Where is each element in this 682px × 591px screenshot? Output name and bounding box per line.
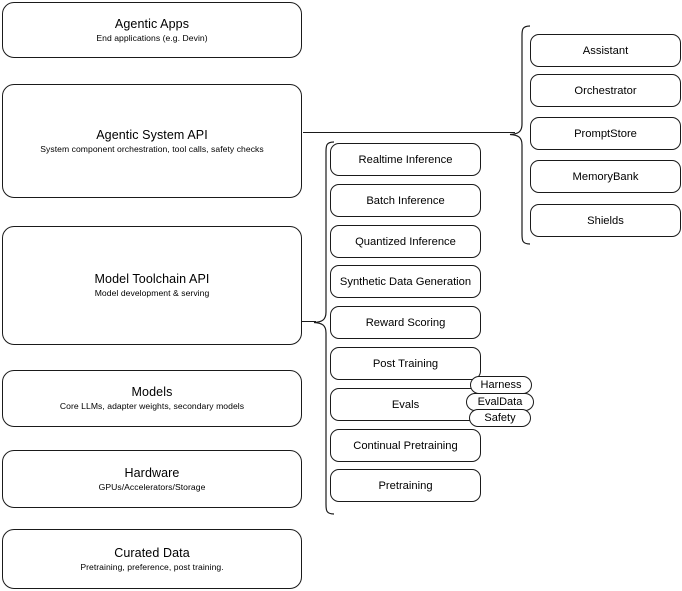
component-batch-inference[interactable]: Batch Inference bbox=[330, 184, 481, 217]
component-continual-pretraining[interactable]: Continual Pretraining bbox=[330, 429, 481, 462]
layer-subtitle: Pretraining, preference, post training. bbox=[80, 561, 224, 572]
layer-model-toolchain-api[interactable]: Model Toolchain API Model development & … bbox=[2, 226, 302, 345]
component-label: Reward Scoring bbox=[365, 316, 446, 329]
component-label: Quantized Inference bbox=[355, 235, 456, 248]
layer-agentic-apps[interactable]: Agentic Apps End applications (e.g. Devi… bbox=[2, 2, 302, 58]
layer-title: Agentic Apps bbox=[114, 16, 190, 31]
layer-title: Models bbox=[131, 385, 173, 399]
layer-title: Curated Data bbox=[114, 545, 190, 560]
component-evals[interactable]: Evals bbox=[330, 388, 481, 421]
evals-tag-safety[interactable]: Safety bbox=[469, 409, 531, 427]
component-quantized-inference[interactable]: Quantized Inference bbox=[330, 225, 481, 258]
layer-subtitle: GPUs/Accelerators/Storage bbox=[98, 481, 206, 492]
component-promptstore[interactable]: PromptStore bbox=[530, 117, 681, 150]
component-synthetic-data-generation[interactable]: Synthetic Data Generation bbox=[330, 265, 481, 298]
layer-hardware[interactable]: Hardware GPUs/Accelerators/Storage bbox=[2, 450, 302, 508]
component-label: Post Training bbox=[372, 357, 439, 370]
brace-toolchain-components bbox=[313, 141, 335, 515]
layer-models[interactable]: Models Core LLMs, adapter weights, secon… bbox=[2, 370, 302, 427]
layer-curated-data[interactable]: Curated Data Pretraining, preference, po… bbox=[2, 529, 302, 589]
component-label: Orchestrator bbox=[574, 84, 637, 97]
component-label: Evals bbox=[391, 398, 420, 411]
layer-subtitle: End applications (e.g. Devin) bbox=[96, 32, 208, 43]
brace-system-components bbox=[509, 25, 531, 245]
component-reward-scoring[interactable]: Reward Scoring bbox=[330, 306, 481, 339]
component-orchestrator[interactable]: Orchestrator bbox=[530, 74, 681, 107]
component-pretraining[interactable]: Pretraining bbox=[330, 469, 481, 502]
component-post-training[interactable]: Post Training bbox=[330, 347, 481, 380]
component-memorybank[interactable]: MemoryBank bbox=[530, 160, 681, 193]
layer-subtitle: System component orchestration, tool cal… bbox=[40, 143, 264, 154]
layer-title: Hardware bbox=[124, 465, 180, 480]
component-label: Assistant bbox=[582, 44, 629, 57]
component-label: Shields bbox=[587, 214, 624, 227]
component-label: PromptStore bbox=[574, 127, 637, 140]
component-label: Synthetic Data Generation bbox=[339, 275, 472, 288]
component-label: MemoryBank bbox=[572, 170, 639, 183]
layer-agentic-system-api[interactable]: Agentic System API System component orch… bbox=[2, 84, 302, 198]
component-shields[interactable]: Shields bbox=[530, 204, 681, 237]
component-label: Continual Pretraining bbox=[353, 439, 458, 452]
connector-toolchain-api-to-components bbox=[302, 321, 316, 322]
component-label: Batch Inference bbox=[366, 194, 445, 207]
evals-tag-harness[interactable]: Harness bbox=[470, 376, 532, 394]
component-label: Realtime Inference bbox=[358, 153, 453, 166]
layer-subtitle: Model development & serving bbox=[94, 288, 210, 298]
evals-tag-evaldata[interactable]: EvalData bbox=[466, 393, 534, 411]
connector-system-api-to-components bbox=[303, 132, 515, 133]
evals-tag-label: Safety bbox=[484, 412, 516, 424]
evals-tag-label: Harness bbox=[480, 379, 522, 391]
component-realtime-inference[interactable]: Realtime Inference bbox=[330, 143, 481, 176]
layer-title: Model Toolchain API bbox=[94, 272, 210, 286]
component-label: Pretraining bbox=[378, 479, 433, 492]
layer-subtitle: Core LLMs, adapter weights, secondary mo… bbox=[59, 401, 245, 411]
component-assistant[interactable]: Assistant bbox=[530, 34, 681, 67]
evals-tag-label: EvalData bbox=[477, 396, 523, 408]
layer-title: Agentic System API bbox=[96, 127, 208, 142]
